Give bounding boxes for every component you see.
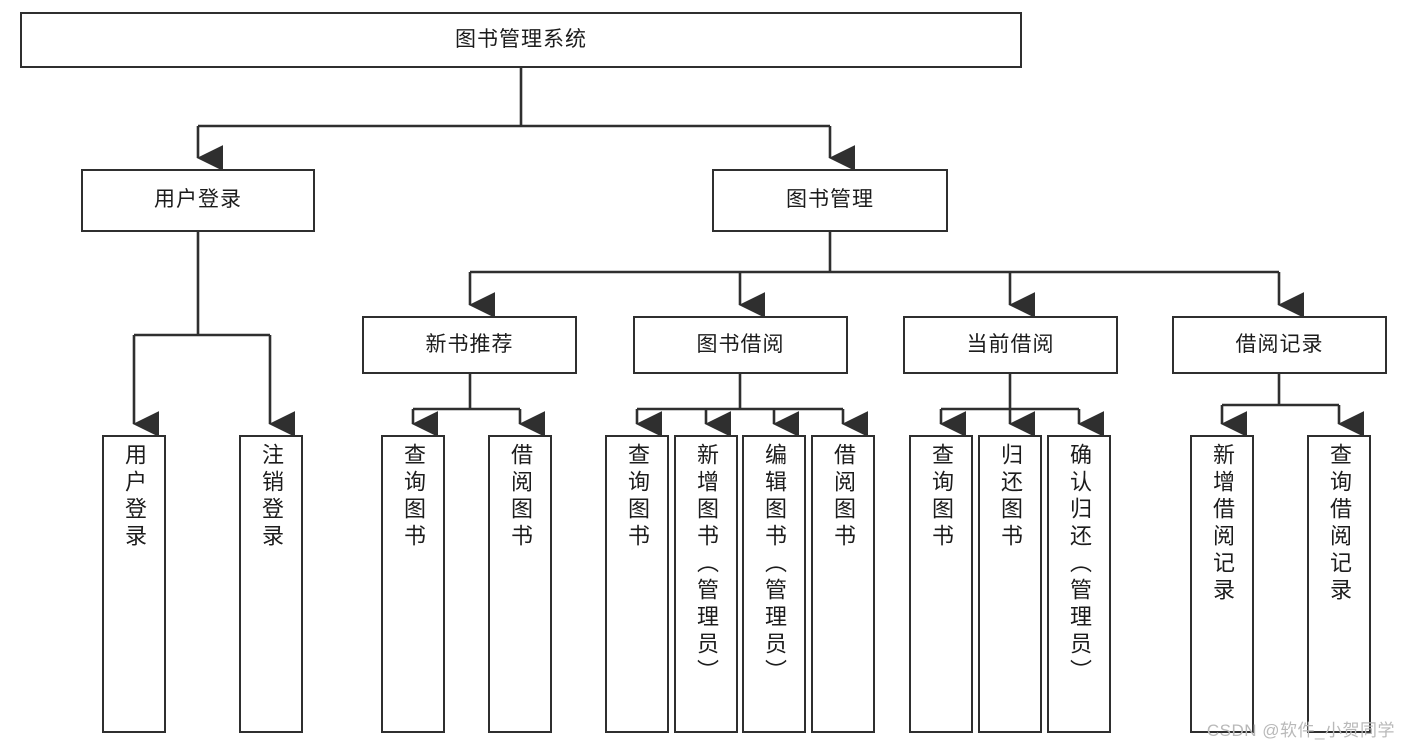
node-leaf-query-borrow-record[interactable]: 查询借阅记录 [1307,435,1371,733]
node-borrow-record[interactable]: 借阅记录 [1172,316,1387,374]
node-leaf-logout-login[interactable]: 注销登录 [239,435,303,733]
node-leaf-add-borrow-record[interactable]: 新增借阅记录 [1190,435,1254,733]
node-leaf-edit-book-admin-label: 编辑图书（管理员） [762,443,787,686]
node-leaf-add-borrow-record-label: 新增借阅记录 [1210,443,1235,605]
node-leaf-add-book-admin-label: 新增图书（管理员） [694,443,719,686]
node-book-borrow-label: 图书借阅 [696,332,785,356]
node-leaf-edit-book-admin[interactable]: 编辑图书（管理员） [742,435,806,733]
node-current-borrow[interactable]: 当前借阅 [903,316,1118,374]
node-leaf-query-book-3-label: 查询图书 [929,443,954,551]
node-current-borrow-label: 当前借阅 [966,332,1055,356]
node-leaf-query-book-2-label: 查询图书 [625,443,650,551]
node-new-book-recommend-label: 新书推荐 [425,332,514,356]
node-leaf-logout-login-label: 注销登录 [259,443,284,551]
node-leaf-return-book[interactable]: 归还图书 [978,435,1042,733]
node-leaf-return-book-label: 归还图书 [998,443,1023,551]
node-root-label: 图书管理系统 [455,27,587,51]
node-leaf-borrow-book-2-label: 借阅图书 [831,443,856,551]
node-leaf-add-book-admin[interactable]: 新增图书（管理员） [674,435,738,733]
node-leaf-user-login-label: 用户登录 [122,443,147,551]
node-leaf-confirm-return-admin[interactable]: 确认归还（管理员） [1047,435,1111,733]
node-leaf-borrow-book-2[interactable]: 借阅图书 [811,435,875,733]
node-user-login[interactable]: 用户登录 [81,169,315,232]
node-user-login-label: 用户登录 [154,188,242,212]
node-leaf-query-book-1[interactable]: 查询图书 [381,435,445,733]
node-leaf-query-book-2[interactable]: 查询图书 [605,435,669,733]
node-new-book-recommend[interactable]: 新书推荐 [362,316,577,374]
node-root[interactable]: 图书管理系统 [20,12,1022,68]
node-leaf-borrow-book-1[interactable]: 借阅图书 [488,435,552,733]
node-leaf-borrow-book-1-label: 借阅图书 [508,443,533,551]
node-leaf-confirm-return-admin-label: 确认归还（管理员） [1067,443,1092,686]
node-leaf-user-login[interactable]: 用户登录 [102,435,166,733]
node-leaf-query-book-3[interactable]: 查询图书 [909,435,973,733]
node-borrow-record-label: 借阅记录 [1235,332,1324,356]
csdn-watermark: CSDN @软件_小贺同学 [1206,721,1395,740]
node-leaf-query-borrow-record-label: 查询借阅记录 [1327,443,1352,605]
node-leaf-query-book-1-label: 查询图书 [401,443,426,551]
node-book-management[interactable]: 图书管理 [712,169,948,232]
node-book-borrow[interactable]: 图书借阅 [633,316,848,374]
node-book-management-label: 图书管理 [786,188,874,212]
